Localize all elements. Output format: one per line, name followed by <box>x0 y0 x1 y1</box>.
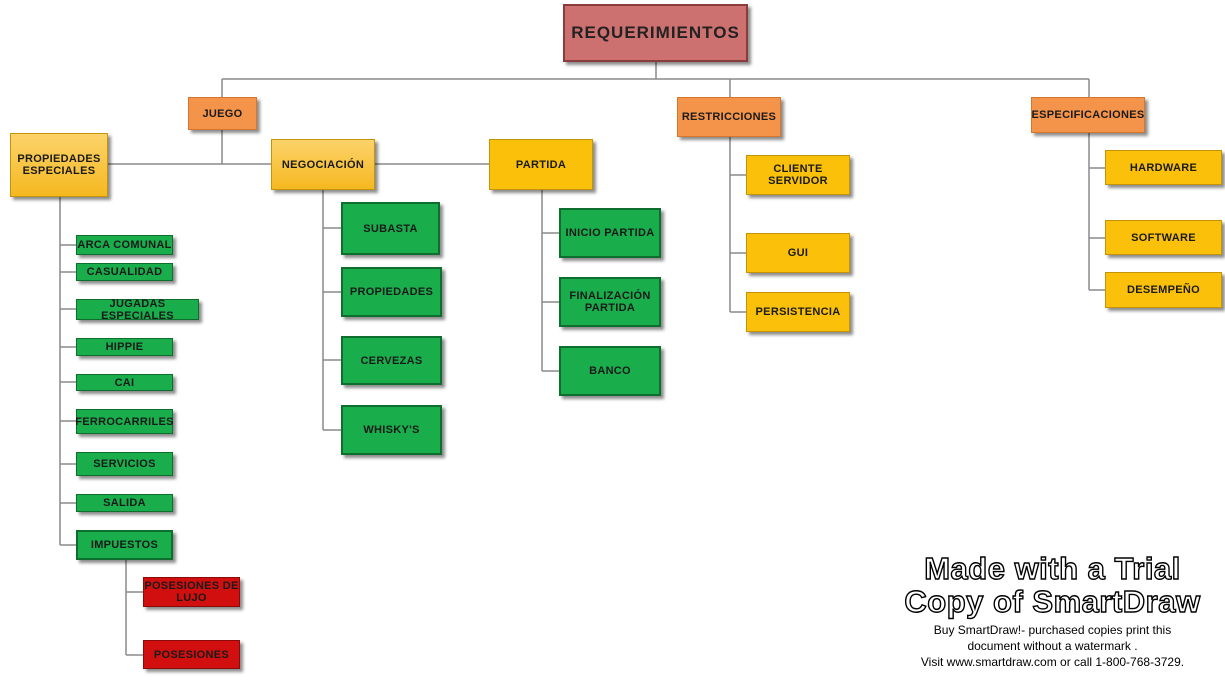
node-especificaciones[interactable]: ESPECIFICACIONES <box>1031 97 1145 133</box>
restricciones-label: RESTRICCIONES <box>681 111 777 123</box>
juego-label: JUEGO <box>202 107 243 120</box>
node-negociacion[interactable]: NEGOCIACIÓN <box>271 139 375 190</box>
salida-label: SALIDA <box>103 497 146 509</box>
node-banco[interactable]: BANCO <box>559 346 661 396</box>
watermark-title-line1: Made with a Trial <box>924 551 1181 586</box>
posesiones-label: POSESIONES <box>153 648 230 661</box>
banco-label: BANCO <box>589 365 631 377</box>
node-propiedades[interactable]: PROPIEDADES <box>341 267 442 317</box>
node-cai[interactable]: CAI <box>76 374 173 391</box>
software-label: SOFTWARE <box>1131 231 1196 244</box>
node-cervezas[interactable]: CERVEZAS <box>341 336 442 385</box>
watermark-note-line3: Visit www.smartdraw.com or call 1-800-76… <box>920 655 1185 669</box>
node-propiedades-especiales[interactable]: PROPIEDADES ESPECIALES <box>10 133 108 197</box>
persistencia-label: PERSISTENCIA <box>755 306 841 318</box>
node-servicios[interactable]: SERVICIOS <box>76 452 173 476</box>
root-label: REQUERIMIENTOS <box>571 23 740 42</box>
node-inicio-partida[interactable]: INICIO PARTIDA <box>559 208 661 258</box>
watermark-note-line2: document without a watermark . <box>967 639 1138 653</box>
watermark-note-line1: Buy SmartDraw!- purchased copies print t… <box>933 623 1172 637</box>
jugadas-especiales-label: JUGADAS ESPECIALES <box>101 297 174 322</box>
hippie-label: HIPPIE <box>105 341 144 353</box>
servicios-label: SERVICIOS <box>93 458 156 470</box>
node-casualidad[interactable]: CASUALIDAD <box>76 263 173 281</box>
propiedades-label: PROPIEDADES <box>349 286 434 298</box>
impuestos-label: IMPUESTOS <box>90 539 159 551</box>
especificaciones-label: ESPECIFICACIONES <box>1031 109 1145 121</box>
finalizacion-partida-label: FINALIZACIÓN PARTIDA <box>569 290 651 314</box>
posesiones-de-lujo-label: POSESIONES DE LUJO <box>144 580 239 604</box>
cervezas-label: CERVEZAS <box>360 354 423 367</box>
gui-label: GUI <box>787 247 809 259</box>
node-arca-comunal[interactable]: ARCA COMUNAL <box>76 235 173 255</box>
watermark-note: Buy SmartDraw!- purchased copies print t… <box>890 622 1215 670</box>
node-hippie[interactable]: HIPPIE <box>76 338 173 356</box>
whiskys-label: WHISKY'S <box>363 424 420 436</box>
node-partida[interactable]: PARTIDA <box>489 139 593 190</box>
node-jugadas-especiales[interactable]: JUGADAS ESPECIALES <box>76 297 199 322</box>
inicio-partida-label: INICIO PARTIDA <box>565 227 655 239</box>
node-posesiones-de-lujo[interactable]: POSESIONES DE LUJO <box>143 577 240 607</box>
ferrocarriles-label: FERROCARRILES <box>75 415 174 428</box>
cliente-servidor-label: CLIENTE SERVIDOR <box>768 163 828 187</box>
subasta-label: SUBASTA <box>363 222 418 235</box>
node-persistencia[interactable]: PERSISTENCIA <box>746 292 850 332</box>
root-node-requerimientos[interactable]: REQUERIMIENTOS <box>563 4 748 62</box>
propiedades-especiales-label: PROPIEDADES ESPECIALES <box>17 153 101 177</box>
node-software[interactable]: SOFTWARE <box>1105 220 1222 255</box>
node-gui[interactable]: GUI <box>746 233 850 273</box>
hardware-label: HARDWARE <box>1129 161 1198 174</box>
node-ferrocarriles[interactable]: FERROCARRILES <box>75 409 174 434</box>
cai-label: CAI <box>114 376 135 389</box>
node-finalizacion-partida[interactable]: FINALIZACIÓN PARTIDA <box>559 277 661 327</box>
node-posesiones[interactable]: POSESIONES <box>143 640 240 669</box>
node-whiskys[interactable]: WHISKY'S <box>341 405 442 455</box>
node-restricciones[interactable]: RESTRICCIONES <box>677 97 781 137</box>
node-salida[interactable]: SALIDA <box>76 494 173 512</box>
casualidad-label: CASUALIDAD <box>86 266 163 278</box>
arca-comunal-label: ARCA COMUNAL <box>77 239 172 251</box>
watermark-title-line2: Copy of SmartDraw <box>904 584 1201 619</box>
node-juego[interactable]: JUEGO <box>188 97 257 130</box>
node-subasta[interactable]: SUBASTA <box>341 202 440 255</box>
negociacion-label: NEGOCIACIÓN <box>281 158 365 171</box>
node-desempeno[interactable]: DESEMPEÑO <box>1105 272 1222 308</box>
node-impuestos[interactable]: IMPUESTOS <box>76 530 173 560</box>
trial-watermark: Made with a Trial Copy of SmartDraw Buy … <box>890 551 1215 670</box>
node-cliente-servidor[interactable]: CLIENTE SERVIDOR <box>746 155 850 195</box>
partida-label: PARTIDA <box>515 158 567 171</box>
node-hardware[interactable]: HARDWARE <box>1105 150 1222 185</box>
desempeno-label: DESEMPEÑO <box>1127 284 1200 296</box>
